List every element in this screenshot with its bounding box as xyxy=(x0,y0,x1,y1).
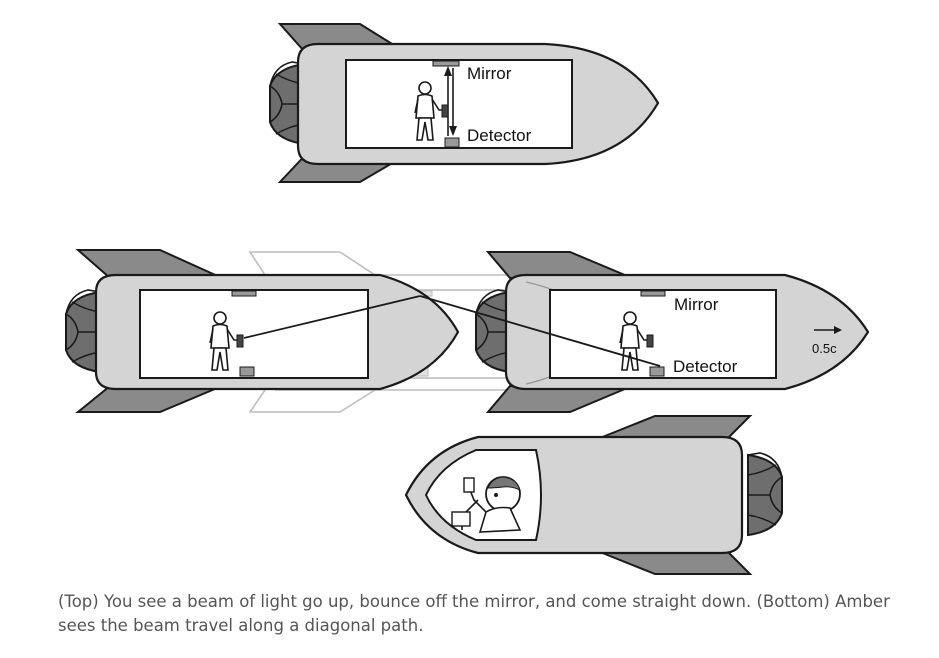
left-mirror xyxy=(231,290,257,297)
right-mirror xyxy=(640,290,666,297)
right-cabin-window xyxy=(549,289,777,379)
right-detector xyxy=(649,366,665,377)
diagonal-beam-down xyxy=(419,295,661,367)
amber-nozzle xyxy=(747,452,783,536)
rocket-diagram: Mirror Detector Mirror Detector xyxy=(65,23,870,575)
right-mirror-label: Mirror xyxy=(674,295,719,314)
top-detector-label: Detector xyxy=(467,126,532,145)
top-cabin-window xyxy=(345,59,573,149)
amber-rocket xyxy=(404,415,783,575)
diagonal-beam-up xyxy=(243,295,421,339)
top-mirror-label: Mirror xyxy=(467,64,512,83)
left-rocket xyxy=(65,249,460,413)
figure-caption: (Top) You see a beam of light go up, bou… xyxy=(58,592,890,635)
right-rocket: Mirror Detector 0.5c xyxy=(475,251,870,413)
amber-fin-lower xyxy=(599,551,753,575)
left-cabin-window xyxy=(139,289,369,379)
top-beam-up-arrow xyxy=(444,66,452,76)
top-detector xyxy=(444,137,460,148)
right-detector-label: Detector xyxy=(673,357,738,376)
speed-label: 0.5c xyxy=(812,341,837,356)
amber-fin-upper xyxy=(599,415,753,439)
top-beam-down-arrow xyxy=(449,126,457,136)
top-mirror xyxy=(432,60,460,67)
left-fin-upper xyxy=(75,249,223,279)
amber-astronaut xyxy=(451,476,522,533)
left-detector xyxy=(239,366,255,377)
velocity-arrow-head xyxy=(834,326,842,334)
top-rocket: Mirror Detector xyxy=(269,23,660,183)
